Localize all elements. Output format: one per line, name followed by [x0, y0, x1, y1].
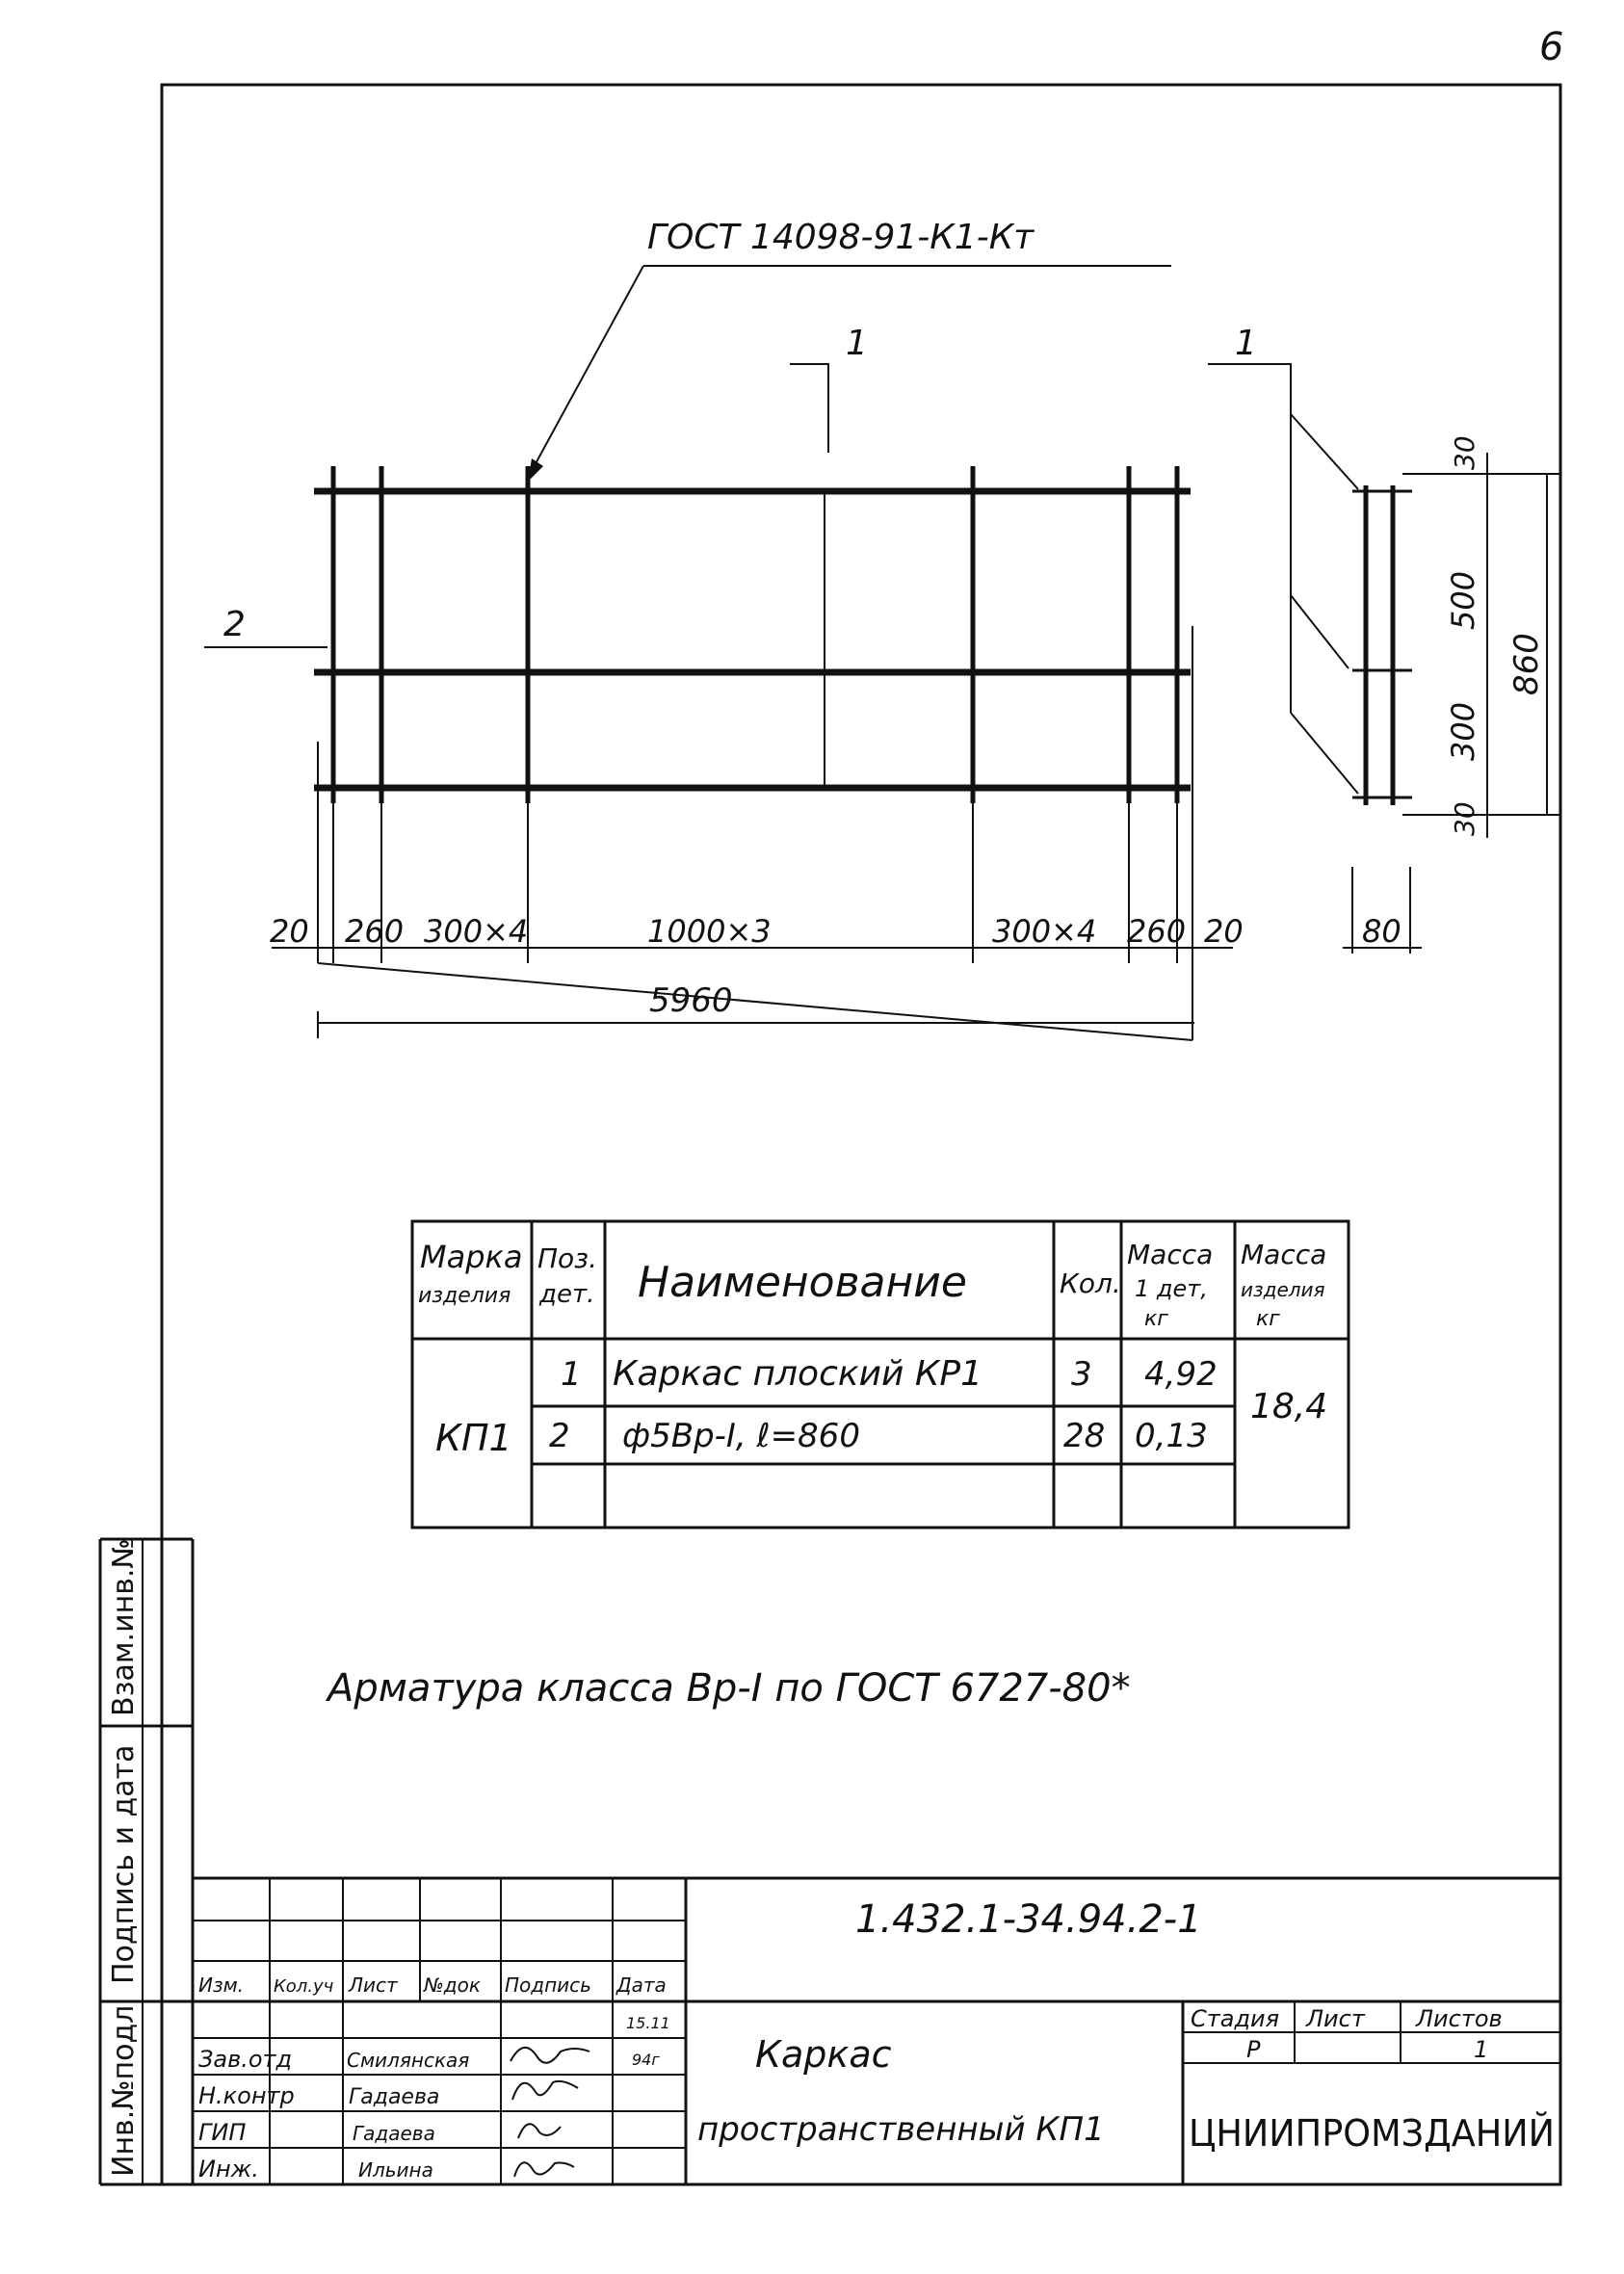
- sheets-header: Листов: [1415, 2005, 1503, 2032]
- title-line1: Каркас: [755, 2033, 892, 2076]
- col-data: Дата: [616, 1973, 667, 1997]
- role-head: Зав.отд: [198, 2046, 292, 2073]
- name-gip: Гадаева: [353, 2122, 435, 2145]
- status-value: Р: [1246, 2036, 1261, 2063]
- col-kol-uch: Кол.уч: [274, 1976, 333, 1997]
- reinforcement-note: Арматура класса Вр-I по ГОСТ 6727-80*: [325, 1666, 1131, 1711]
- hdr-mass-part-3: кг: [1144, 1307, 1168, 1331]
- col-ndok: №док: [423, 1973, 481, 1997]
- row1-name: Каркас плоский КР1: [613, 1354, 982, 1394]
- signature-engineer: [513, 2161, 575, 2178]
- sheet-frame: [160, 83, 1562, 2186]
- hdr-mark-1: Марка: [420, 1239, 522, 1275]
- hdr-pos-1: Поз.: [537, 1242, 597, 1274]
- name-head: Смилянская: [347, 2049, 469, 2072]
- hdr-name: Наименование: [638, 1258, 967, 1307]
- dim-300: 300: [1445, 702, 1481, 761]
- dim-20-left: 20: [270, 913, 309, 950]
- page-number: 6: [1539, 25, 1563, 69]
- sign-date-label: Подпись и дата: [107, 1745, 141, 1985]
- section-mark-1: 1: [846, 324, 868, 363]
- date-value-1: 15.11: [626, 2014, 670, 2032]
- name-engineer: Ильина: [358, 2158, 433, 2182]
- sheets-value: 1: [1474, 2036, 1488, 2063]
- dim-860: 860: [1507, 633, 1546, 695]
- dim-total: 5960: [649, 981, 733, 1020]
- hdr-mass-part-2: 1 дет,: [1135, 1275, 1208, 1302]
- row2-pos: 2: [549, 1417, 570, 1455]
- role-engineer: Инж.: [198, 2156, 259, 2183]
- signature-head: [510, 2047, 590, 2064]
- dim-30-bottom: 30: [1449, 801, 1480, 836]
- row1-pos: 1: [561, 1355, 582, 1394]
- col-izm: Изм.: [198, 1973, 244, 1997]
- dim-20-right: 20: [1204, 913, 1244, 950]
- dim-300x4-left: 300×4: [424, 913, 528, 950]
- sheet-header: Лист: [1305, 2005, 1366, 2032]
- name-norm-control: Гадаева: [349, 2085, 439, 2109]
- row2-mass: 0,13: [1135, 1417, 1208, 1455]
- dim-30-top: 30: [1449, 435, 1480, 470]
- dim-260-right: 260: [1127, 913, 1186, 950]
- item-mark: КП1: [435, 1417, 512, 1459]
- doc-code: 1.432.1-34.94.2-1: [855, 1897, 1202, 1942]
- hdr-qty: Кол.: [1060, 1268, 1121, 1299]
- signature-norm-control: [511, 2079, 579, 2101]
- signature-gip: [517, 2123, 562, 2139]
- hdr-mark-2: изделия: [418, 1284, 511, 1308]
- dim-80: 80: [1362, 913, 1401, 950]
- hdr-pos-2: дет.: [538, 1280, 594, 1309]
- title-line2: пространственный КП1: [697, 2110, 1105, 2149]
- inv-replace-label: Взам.инв.№: [107, 1538, 141, 1716]
- spec-table: [410, 1219, 1350, 1529]
- leader-arrow: [528, 458, 543, 482]
- organization: ЦНИИПРОМЗДАНИЙ: [1189, 2112, 1555, 2155]
- col-list: Лист: [348, 1973, 399, 1997]
- item-mass: 18,4: [1250, 1387, 1327, 1426]
- dim-500: 500: [1445, 571, 1481, 630]
- section-mark-1b: 1: [1235, 324, 1257, 363]
- role-gip: ГИП: [198, 2119, 246, 2146]
- row2-name: ф5Вр-I, ℓ=860: [622, 1417, 860, 1455]
- dim-1000x3: 1000×3: [647, 913, 772, 950]
- leader-line: [527, 265, 644, 479]
- dim-300x4-right: 300×4: [992, 913, 1096, 950]
- dim-260-left: 260: [345, 913, 404, 950]
- col-podpis: Подпись: [505, 1973, 591, 1997]
- pos-mark-2: 2: [223, 605, 246, 644]
- status-header: Стадия: [1191, 2005, 1279, 2032]
- leader-note: ГОСТ 14098-91-К1-Кт: [647, 218, 1035, 257]
- row1-mass: 4,92: [1144, 1355, 1218, 1394]
- hdr-mass-part-1: Масса: [1127, 1239, 1213, 1270]
- row1-qty: 3: [1071, 1355, 1092, 1394]
- hdr-mass-item-1: Масса: [1241, 1239, 1326, 1270]
- hdr-mass-item-3: кг: [1256, 1307, 1280, 1331]
- role-norm-control: Н.контр: [198, 2082, 295, 2109]
- date-value-2: 94г: [632, 2051, 660, 2069]
- row2-qty: 28: [1063, 1417, 1105, 1455]
- inv-orig-label: Инв.№подл: [107, 2005, 141, 2177]
- hdr-mass-item-2: изделия: [1241, 1278, 1325, 1301]
